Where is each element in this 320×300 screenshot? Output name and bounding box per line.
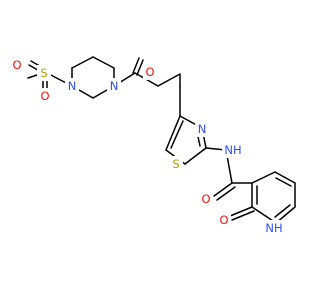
atom-o-amide: O <box>199 191 213 207</box>
atom-s-thiazole: S <box>169 156 183 172</box>
bond-pyr-c4-c5-dbl <box>275 177 292 187</box>
o-ketone-label: O <box>145 65 154 79</box>
n-piperazine-amide-label: N <box>110 79 119 93</box>
o-pyridone-label: O <box>219 213 228 227</box>
bond-pip-3 <box>92 56 115 69</box>
atom-n-thiazole: N <box>195 121 209 137</box>
structure-svg: O S O N N O N S <box>0 0 300 300</box>
atom-nh-pyridone: NH <box>262 220 286 236</box>
bond-pyr-c2-o-2 <box>231 210 255 221</box>
bond-co-o-1 <box>132 57 140 74</box>
bond-pip-2 <box>71 56 94 69</box>
bond-thz-c2-s1 <box>184 147 207 165</box>
bond-thz-c5-c4 <box>165 115 181 151</box>
atom-n-piperazine-amide: N <box>107 78 121 94</box>
atom-o-pyridone: O <box>217 212 231 228</box>
atom-n-piperazine-sulfonyl: N <box>65 78 79 94</box>
bond-amide-o-2 <box>216 186 236 201</box>
nh-pyridone-label: NH <box>265 221 282 235</box>
nh-amide-label: NH <box>224 143 241 157</box>
bond-co-o-2 <box>136 59 144 76</box>
molecule-diagram: O S O N N O N S <box>0 0 300 300</box>
background <box>0 0 300 300</box>
s-sulfonyl-label: S <box>40 66 47 80</box>
bond-thz-c5-c4-dbl <box>170 120 184 149</box>
bond-pyr-c3-c4 <box>251 171 276 184</box>
atom-s-sulfonyl: S <box>37 65 51 81</box>
o-sulfonyl-left-label: O <box>12 58 21 72</box>
s-thiazole-label: S <box>172 157 179 171</box>
bond-pyr-c4-c5 <box>274 171 296 184</box>
atom-o-sulfonyl-bottom: O <box>38 88 52 104</box>
atom-o-ketone: O <box>143 64 157 80</box>
o-amide-label: O <box>201 192 210 206</box>
atom-o-sulfonyl-left: O <box>10 57 24 73</box>
bond-amide-o-1 <box>213 182 233 197</box>
atoms: O S O N N O N S <box>10 57 286 236</box>
o-sulfonyl-bottom-label: O <box>40 89 49 103</box>
n-piperazine-sulfonyl-label: N <box>68 79 77 93</box>
n-thiazole-label: N <box>198 122 207 136</box>
bond-chain-2 <box>157 73 181 87</box>
bond-pyr-c2-o-1 <box>229 206 253 217</box>
bond-pyr-c6-n1-dbl <box>274 204 291 218</box>
atom-nh-amide: NH <box>222 142 244 158</box>
